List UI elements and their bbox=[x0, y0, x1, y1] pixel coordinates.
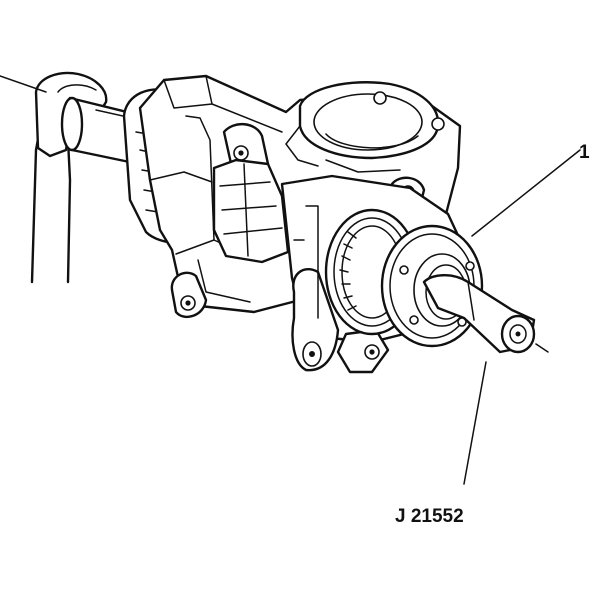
callout-item-number: 1 bbox=[579, 142, 590, 163]
center-body bbox=[212, 158, 290, 264]
callout-tool-number: J 21552 bbox=[395, 506, 464, 527]
special-tool bbox=[422, 274, 536, 354]
leader-lines bbox=[0, 75, 581, 485]
valve-housing-top bbox=[285, 81, 445, 173]
